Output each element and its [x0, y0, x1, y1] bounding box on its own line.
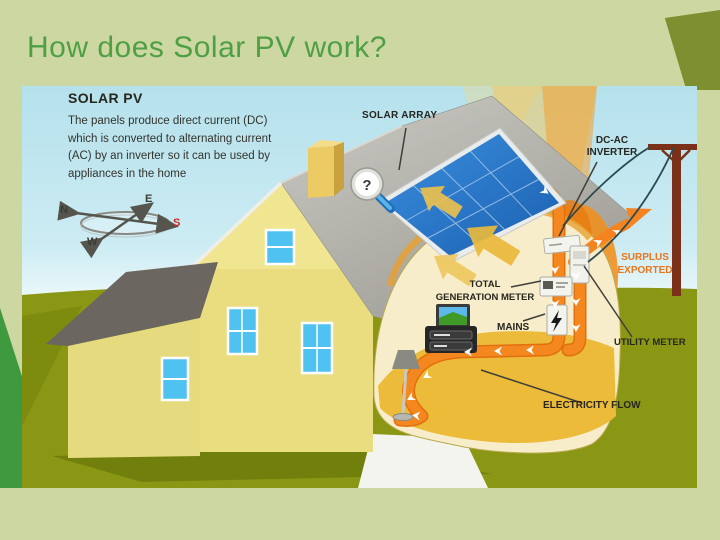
magnifying-glass-icon: ?	[350, 167, 395, 213]
label-total-generation-meter: TOTAL GENERATION METER	[435, 279, 535, 303]
label-surplus-exported: SURPLUS EXPORTED	[617, 252, 673, 276]
label-electricity-flow: ELECTRICITY FLOW	[543, 400, 641, 411]
house-front-wall	[190, 269, 373, 452]
generation-meter-box	[539, 276, 573, 297]
window	[160, 356, 190, 402]
description-line: The panels produce direct current (DC)	[68, 115, 268, 127]
description-line: appliances in the home	[68, 167, 187, 180]
chimney	[308, 140, 344, 198]
lightning-icon	[551, 310, 562, 332]
window	[226, 228, 334, 375]
compass-label-east: E	[145, 193, 153, 205]
description-line: which is converted to alternating curren…	[68, 132, 272, 145]
label-dc-ac-inverter: DC-AC INVERTER	[586, 135, 638, 158]
tv-graphic	[425, 304, 477, 353]
compass-graphic	[57, 200, 179, 259]
electricity-flow-path	[393, 174, 587, 427]
power-lines	[562, 146, 675, 263]
utility-pole-graphic	[648, 144, 697, 296]
diagram-heading: SOLAR PV	[68, 90, 143, 106]
house-gable	[190, 183, 352, 269]
utility-meter-box	[569, 245, 590, 284]
leader-lines	[398, 127, 633, 404]
wing-wall	[68, 318, 200, 458]
floor-lamp-graphic	[392, 350, 420, 421]
label-mains: MAINS	[497, 322, 530, 333]
mains-box	[546, 304, 568, 336]
compass-label-north: N	[60, 204, 68, 216]
label-solar-array: SOLAR ARRAY	[362, 110, 438, 121]
diagram-description: The panels produce direct current (DC) w…	[68, 113, 271, 183]
wing-roof	[46, 262, 218, 346]
magnifier-question-mark: ?	[362, 177, 371, 194]
solar-pv-diagram: ? SOLAR PV The panels produce direct cur…	[22, 86, 697, 488]
compass-label-west: W	[87, 236, 98, 248]
solar-panel-graphic	[378, 127, 567, 264]
corner-accent-top-right	[664, 10, 720, 90]
compass-label-south: S	[173, 217, 181, 229]
solar-diagram-graphic: ?	[22, 86, 697, 488]
house-base	[358, 434, 488, 488]
description-line: (AC) by an inverter so it can be used by	[68, 150, 270, 162]
label-utility-meter: UTILITY METER	[614, 337, 686, 348]
page-title: How does Solar PV work?	[27, 31, 387, 64]
